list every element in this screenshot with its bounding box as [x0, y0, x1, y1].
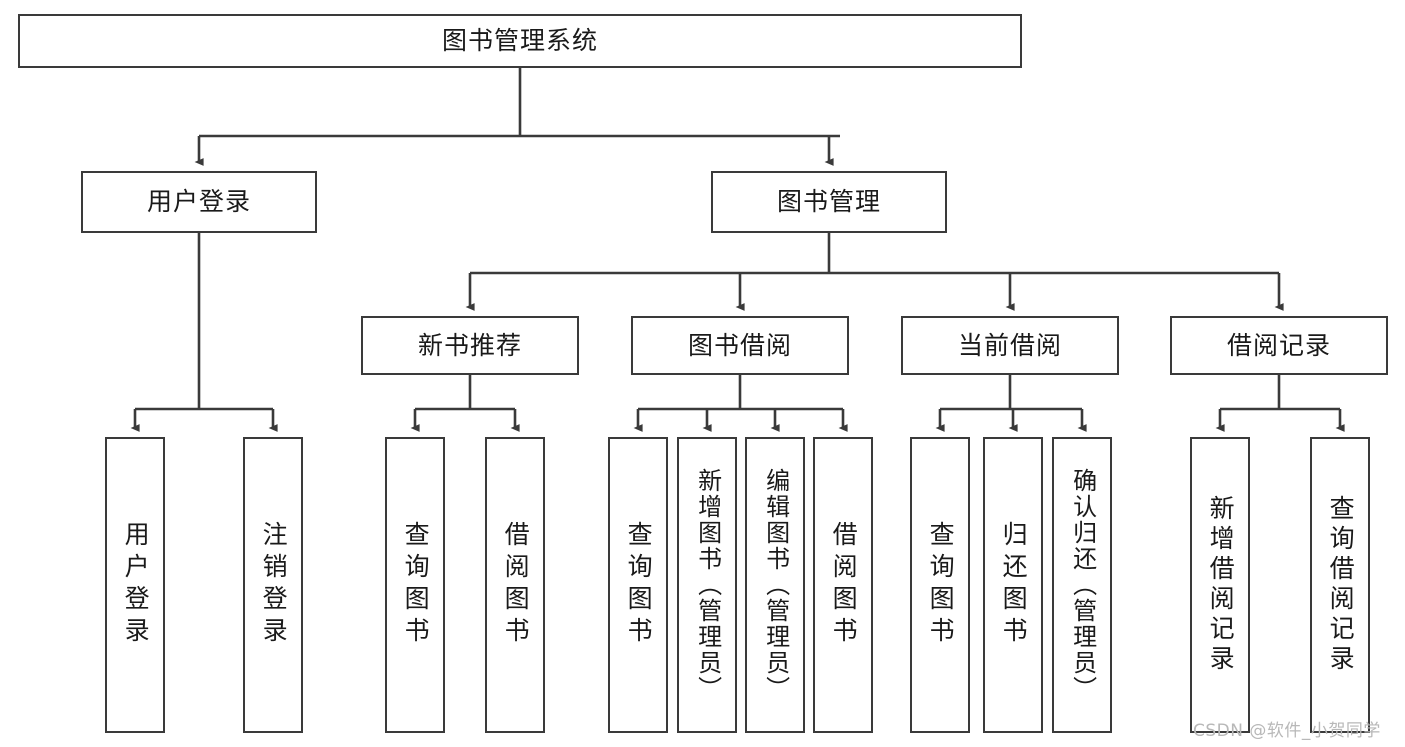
leaf-add-borrow-record[interactable]: 新增借阅记录 [1190, 437, 1250, 733]
leaf-user-login[interactable]: 用户登录 [105, 437, 165, 733]
node-root[interactable]: 图书管理系统 [18, 14, 1022, 68]
node-book-borrow[interactable]: 图书借阅 [631, 316, 849, 375]
leaf-query-book-newbook[interactable]: 查询图书 [385, 437, 445, 733]
leaf-add-book-admin[interactable]: 新增图书（管理员） [677, 437, 737, 733]
leaf-logout-login[interactable]: 注销登录 [243, 437, 303, 733]
node-current-borrow[interactable]: 当前借阅 [901, 316, 1119, 375]
csdn-watermark: CSDN @软件_小贺同学 [1193, 721, 1381, 741]
leaf-edit-book-admin[interactable]: 编辑图书（管理员） [745, 437, 805, 733]
leaf-borrow-book[interactable]: 借阅图书 [813, 437, 873, 733]
leaf-borrow-book-newbook[interactable]: 借阅图书 [485, 437, 545, 733]
node-user-login[interactable]: 用户登录 [81, 171, 317, 233]
leaf-query-borrow-record[interactable]: 查询借阅记录 [1310, 437, 1370, 733]
node-borrow-record[interactable]: 借阅记录 [1170, 316, 1388, 375]
leaf-confirm-return-admin[interactable]: 确认归还（管理员） [1052, 437, 1112, 733]
leaf-query-book-current[interactable]: 查询图书 [910, 437, 970, 733]
leaf-return-book[interactable]: 归还图书 [983, 437, 1043, 733]
leaf-query-book-borrow[interactable]: 查询图书 [608, 437, 668, 733]
node-new-book-recommend[interactable]: 新书推荐 [361, 316, 579, 375]
node-book-management[interactable]: 图书管理 [711, 171, 947, 233]
